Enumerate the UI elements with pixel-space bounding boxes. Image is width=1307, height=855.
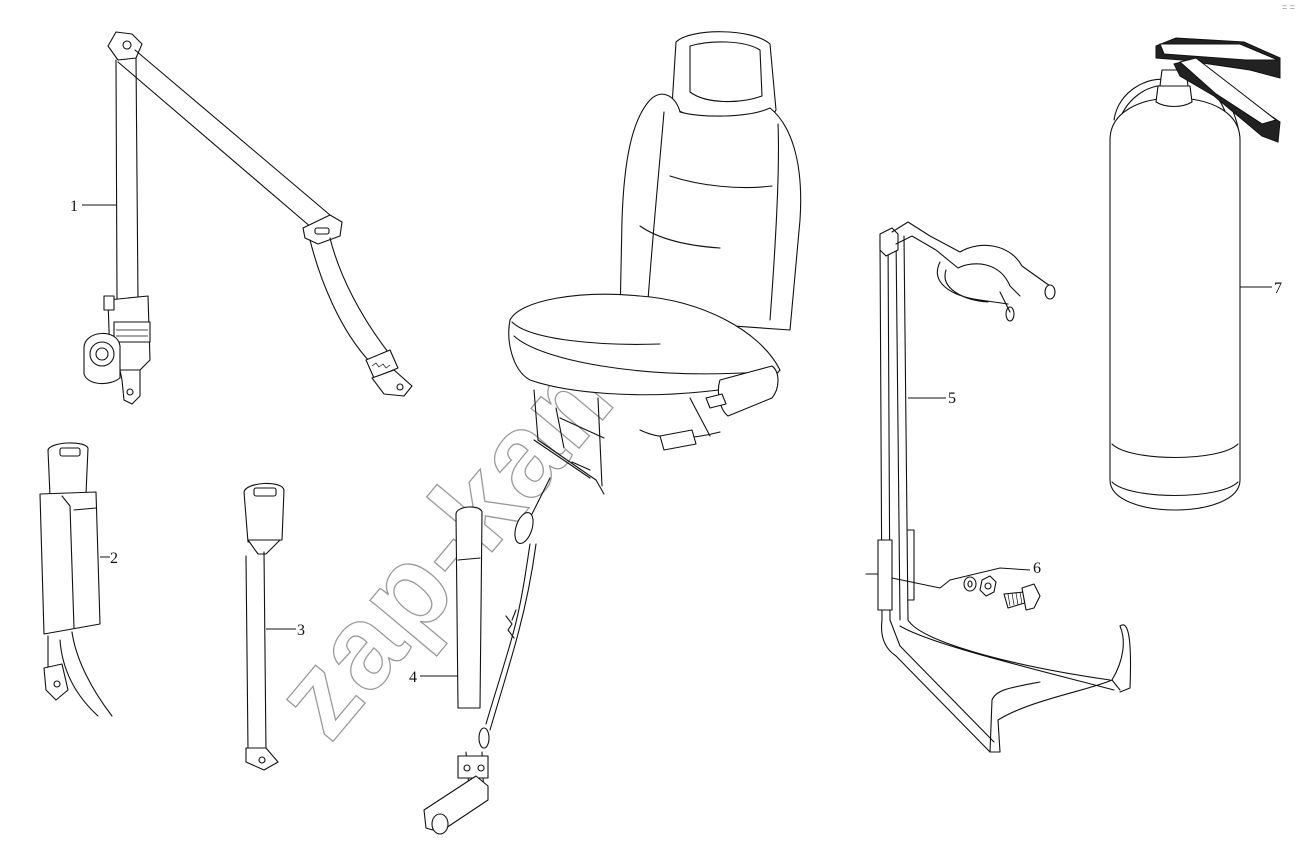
corner-mark: = = [1282, 2, 1295, 12]
callout-7: 7 [1274, 280, 1282, 297]
driver-seat [508, 31, 802, 495]
part-6-fastener-set [963, 575, 1041, 611]
callout-2: 2 [110, 550, 118, 567]
callout-1: 1 [70, 198, 78, 215]
callout-6: 6 [1033, 560, 1041, 577]
part-3-belt-buckle-strap [243, 482, 285, 771]
part-1-seat-belt-retractor [83, 31, 413, 405]
callout-3: 3 [297, 622, 305, 639]
part-5-extinguisher-bracket [865, 221, 1132, 753]
part-2-belt-buckle-stalk [39, 442, 113, 717]
part-4-seat-buckle-cable [423, 477, 551, 835]
callout-4: 4 [409, 669, 417, 686]
part-7-fire-extinguisher [1109, 37, 1281, 511]
callout-5: 5 [948, 390, 956, 407]
